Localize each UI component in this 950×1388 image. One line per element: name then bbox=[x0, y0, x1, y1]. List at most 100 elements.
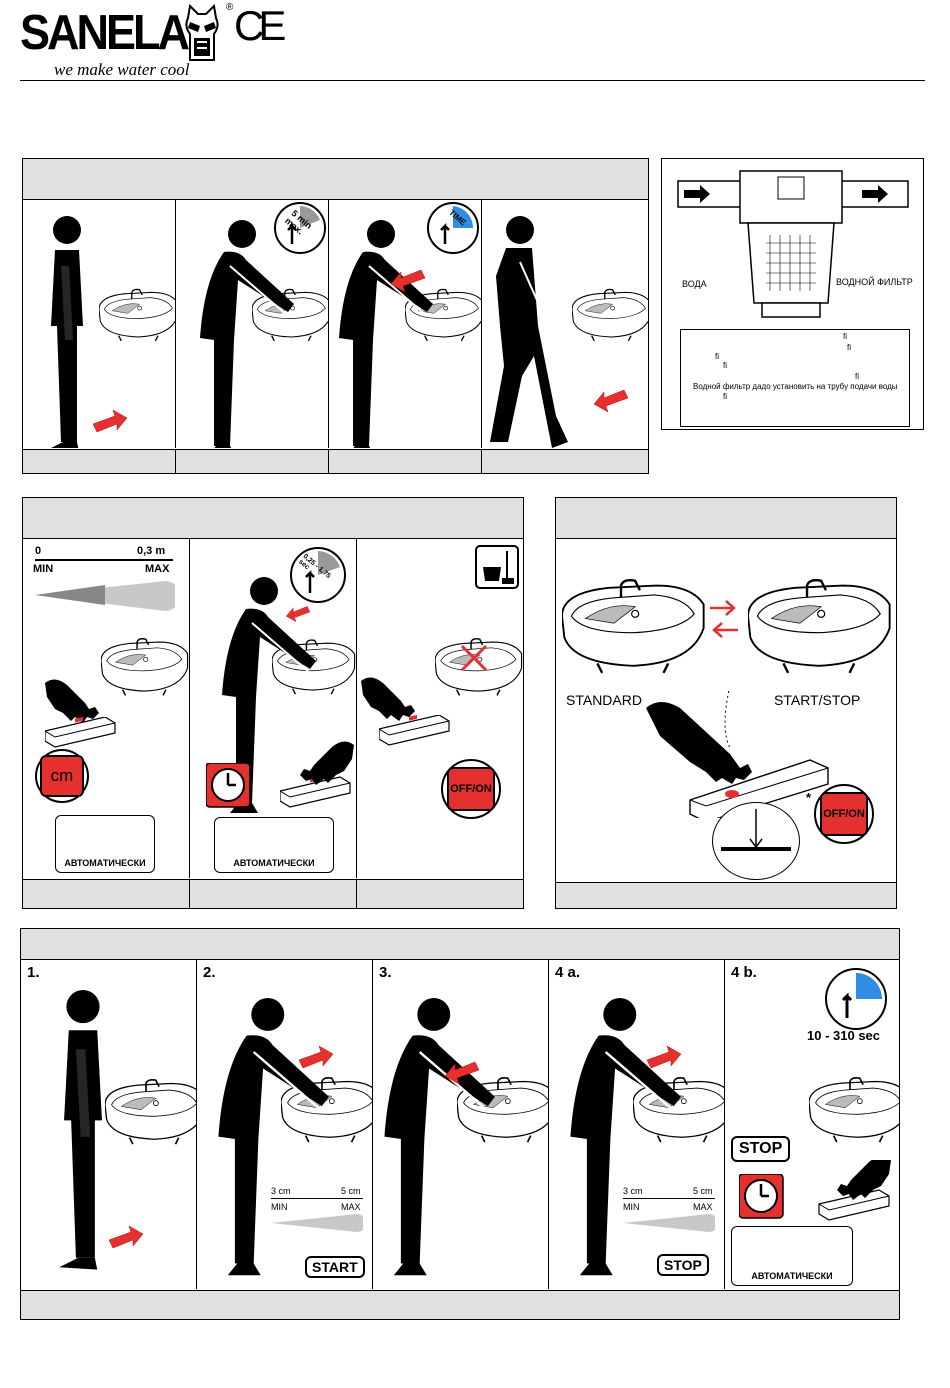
sensor-onoff-panel: OFF/ON bbox=[357, 539, 523, 878]
offon-button[interactable]: OFF/ON bbox=[447, 767, 495, 811]
timer-badge bbox=[825, 968, 887, 1030]
step-3-label: 3. bbox=[379, 964, 392, 981]
step-1-label: 1. bbox=[27, 964, 40, 981]
filter-note-line: fi bbox=[723, 392, 727, 401]
filter-note-line: fi bbox=[855, 372, 859, 381]
water-label: ВОДА bbox=[682, 279, 707, 289]
swap-arrows-icon bbox=[710, 600, 738, 638]
hand-sensor-icon bbox=[818, 1160, 891, 1221]
auto-label: АВТОМАТИЧЕСКИ bbox=[64, 858, 146, 868]
filter-note-line: fi bbox=[843, 332, 847, 341]
ce-mark: CE bbox=[234, 2, 286, 49]
filter-note-line: fi bbox=[847, 343, 851, 352]
range-min-cm: 3 cm bbox=[271, 1186, 291, 1196]
sink-icon bbox=[809, 1076, 899, 1143]
red-arrow-icon bbox=[593, 390, 629, 413]
filter-note-line: fi bbox=[715, 352, 719, 361]
badge-5min: 5 min max. bbox=[274, 202, 326, 254]
person-standing-icon bbox=[59, 990, 102, 1270]
startstop-step-4a: 4 a. 3 cm 5 cm MIN MAX STOP bbox=[549, 960, 725, 1289]
startstop-label: START/STOP bbox=[774, 692, 861, 708]
step-4a-label: 4 a. bbox=[555, 964, 581, 981]
hand-sensor-icon bbox=[280, 741, 354, 808]
timer-sector-blue-icon bbox=[841, 973, 882, 1018]
stop-button-large[interactable]: STOP bbox=[731, 1136, 791, 1162]
mode-section: STANDARD START/STOP * OFF/ON bbox=[555, 497, 897, 909]
mode-offon-ring: OFF/ON bbox=[814, 784, 874, 844]
press-down-icon bbox=[721, 809, 791, 851]
red-arrow-icon bbox=[286, 606, 311, 622]
min-label: MIN bbox=[271, 1202, 288, 1212]
hand-sensor-closeup-icon bbox=[646, 688, 829, 818]
stop-button[interactable]: STOP bbox=[657, 1254, 709, 1276]
red-arrow-icon bbox=[298, 1045, 334, 1069]
logo-wordmark: SANELA bbox=[20, 4, 190, 61]
auto-label-box: АВТОМАТИЧЕСКИ bbox=[731, 1226, 853, 1286]
sensor-unit-icon bbox=[379, 715, 450, 746]
auto-label: АВТОМАТИЧЕСКИ bbox=[751, 1271, 833, 1281]
usage-step-approach bbox=[23, 200, 176, 448]
range-min-cm: 3 cm bbox=[623, 1186, 643, 1196]
water-filter-box: ВОДА ВОДНОЙ ФИЛЬТР fi fi fi fi fi Водной… bbox=[661, 158, 924, 430]
sink-icon bbox=[99, 288, 175, 342]
startstop-step-4b: 4 b. 10 - 310 sec STOP АВТОМАТИЧЕСКИ bbox=[725, 960, 899, 1289]
cm-button-ring: cm bbox=[35, 749, 89, 803]
clock-icon[interactable] bbox=[206, 763, 252, 809]
startstop-panels: 1. 2. 3 cm 5 cm MIN MAX START 3. 4 a. bbox=[21, 960, 899, 1289]
usage-step-wash: 5 min max. bbox=[176, 200, 329, 448]
startstop-step-1: 1. bbox=[21, 960, 197, 1289]
sensor-section-footer bbox=[23, 879, 523, 908]
mode-section-footer bbox=[556, 882, 896, 908]
auto-label: АВТОМАТИЧЕСКИ bbox=[233, 858, 315, 868]
logo-tagline: we make water cool bbox=[54, 60, 190, 79]
timer-sector-blue-icon bbox=[440, 206, 474, 244]
filter-label: ВОДНОЙ ФИЛЬТР bbox=[836, 277, 913, 287]
range-scale-line bbox=[35, 559, 173, 561]
usage-section: 5 min max. TIME bbox=[22, 158, 649, 474]
offon-ring: OFF/ON bbox=[441, 759, 501, 819]
header-divider bbox=[20, 80, 925, 81]
max-label: MAX bbox=[693, 1202, 713, 1212]
filter-note-box: fi fi fi fi fi Водной фильтр дадо устано… bbox=[680, 329, 910, 427]
max-label: MAX bbox=[341, 1202, 361, 1212]
startstop-step-2: 2. 3 cm 5 cm MIN MAX START bbox=[197, 960, 373, 1289]
mode-section-header bbox=[556, 498, 896, 539]
cross-icon bbox=[460, 644, 488, 672]
sensor-panels: 0 0,3 m MIN MAX cm АВТОМАТИЧЕСКИ 0,25 - … bbox=[23, 539, 523, 878]
range-max-cm: 5 cm bbox=[341, 1186, 361, 1196]
usage-panels: 5 min max. TIME bbox=[23, 200, 648, 448]
water-filter-diagram-icon bbox=[677, 170, 909, 318]
standard-label: STANDARD bbox=[566, 692, 642, 708]
filter-note-line: fi bbox=[723, 361, 727, 370]
sink-standard-icon bbox=[562, 579, 705, 675]
person-stepping-back-icon bbox=[338, 220, 434, 448]
red-arrow-icon bbox=[390, 270, 426, 293]
red-arrow-icon bbox=[646, 1045, 682, 1069]
startstop-step-3: 3. bbox=[373, 960, 549, 1289]
sanela-logo: SANELA ® we make water cool bbox=[20, 2, 250, 80]
mode-offon-button[interactable]: OFF/ON bbox=[820, 792, 868, 836]
min-label: MIN bbox=[33, 563, 54, 575]
clock-icon[interactable] bbox=[739, 1174, 787, 1222]
filter-note-line: Водной фильтр дадо установить на трубу п… bbox=[693, 382, 898, 391]
red-arrow-icon bbox=[108, 1225, 144, 1249]
usage-step-leave bbox=[482, 200, 648, 448]
badge-time: TIME bbox=[427, 202, 479, 254]
sensor-beam-icon bbox=[35, 581, 175, 611]
person-washing-icon bbox=[199, 220, 295, 448]
asterisk-note: * bbox=[806, 790, 812, 805]
usage-section-footer bbox=[23, 449, 648, 473]
red-arrow-icon bbox=[444, 1061, 480, 1085]
start-button[interactable]: START bbox=[305, 1256, 365, 1278]
startstop-section-header bbox=[21, 929, 899, 960]
step-4b-label: 4 b. bbox=[731, 964, 757, 981]
auto-label-box: АВТОМАТИЧЕСКИ bbox=[55, 815, 155, 873]
step-2-label: 2. bbox=[203, 964, 216, 981]
sink-icon bbox=[572, 288, 648, 342]
sensor-section-header bbox=[23, 498, 523, 539]
cm-button[interactable]: cm bbox=[40, 755, 84, 797]
person-walking-icon bbox=[489, 216, 569, 448]
usage-section-header bbox=[23, 159, 648, 200]
sensor-delay-panel: 0,25 - 1,75 sec АВТОМАТИЧЕСКИ bbox=[190, 539, 357, 878]
range-max-cm: 5 cm bbox=[693, 1186, 713, 1196]
